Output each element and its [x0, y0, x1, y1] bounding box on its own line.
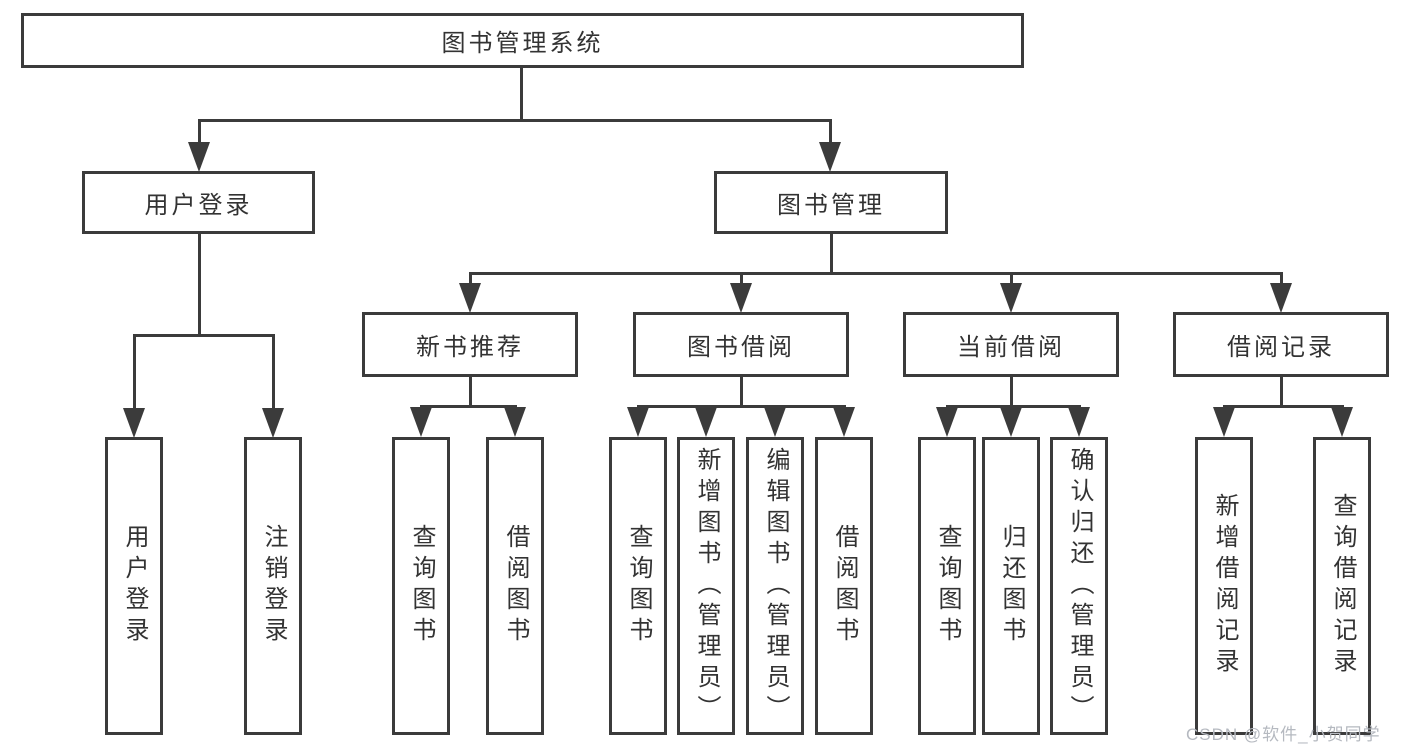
node-label: 新书推荐	[416, 334, 524, 361]
leaf-borrow-books-recommend: 借阅图书	[486, 437, 544, 735]
connector-stem	[272, 334, 275, 410]
arrow-down-icon	[1331, 407, 1353, 437]
connector-recommend-branch	[420, 405, 517, 408]
connector-stem	[829, 119, 832, 145]
node-label: 查询图书	[934, 524, 961, 648]
connector-borrowing-branch	[637, 405, 846, 408]
node-label: 借阅图书	[831, 524, 858, 648]
arrow-down-icon	[262, 408, 284, 438]
node-library-system: 图书管理系统	[21, 13, 1024, 68]
node-current-borrowing: 当前借阅	[903, 312, 1119, 377]
connector-current-stem	[1010, 377, 1013, 408]
node-label: 查询图书	[408, 524, 435, 648]
node-book-borrowing: 图书借阅	[633, 312, 849, 377]
node-label: 确认归还（管理员）	[1066, 446, 1093, 726]
arrow-down-icon	[1213, 407, 1235, 437]
node-label: 借阅记录	[1227, 334, 1335, 361]
connector-stem	[740, 272, 743, 286]
connector-stem	[1280, 272, 1283, 286]
node-label: 用户登录	[121, 524, 148, 648]
connector-root-branch	[198, 119, 832, 122]
connector-bookmgmt-stem	[830, 234, 833, 275]
node-label: 新增借阅记录	[1211, 493, 1238, 679]
leaf-add-books-admin: 新增图书（管理员）	[677, 437, 735, 735]
arrow-down-icon	[764, 407, 786, 437]
connector-root-stem	[520, 68, 523, 120]
connector-userlogin-stem	[198, 234, 201, 336]
leaf-borrow-books: 借阅图书	[815, 437, 873, 735]
connector-recommend-stem	[469, 377, 472, 408]
node-label: 用户登录	[144, 192, 253, 219]
leaf-query-books-current: 查询图书	[918, 437, 976, 735]
arrow-down-icon	[695, 407, 717, 437]
connector-borrowing-stem	[740, 377, 743, 408]
node-label: 新增图书（管理员）	[693, 446, 720, 726]
leaf-query-borrow-record: 查询借阅记录	[1313, 437, 1371, 735]
connector-stem	[1010, 272, 1013, 286]
arrow-down-icon	[936, 407, 958, 437]
connector-stem	[133, 334, 136, 410]
arrow-down-icon	[459, 283, 481, 313]
node-borrowing-records: 借阅记录	[1173, 312, 1389, 377]
node-label: 当前借阅	[957, 334, 1065, 361]
arrow-down-icon	[1068, 407, 1090, 437]
leaf-confirm-return-admin: 确认归还（管理员）	[1050, 437, 1108, 735]
connector-userlogin-branch	[133, 334, 275, 337]
arrow-down-icon	[1270, 283, 1292, 313]
node-label: 图书管理	[777, 192, 885, 219]
node-user-login: 用户登录	[82, 171, 315, 234]
leaf-user-login: 用户登录	[105, 437, 163, 735]
node-label: 借阅图书	[502, 524, 529, 648]
connector-current-branch	[946, 405, 1081, 408]
node-label: 查询借阅记录	[1329, 493, 1356, 679]
arrow-down-icon	[627, 407, 649, 437]
leaf-return-books: 归还图书	[982, 437, 1040, 735]
arrow-down-icon	[1000, 407, 1022, 437]
connector-stem	[198, 119, 201, 145]
arrow-down-icon	[1000, 283, 1022, 313]
arrow-down-icon	[188, 142, 210, 172]
connector-records-branch	[1223, 405, 1344, 408]
node-label: 编辑图书（管理员）	[762, 446, 789, 726]
node-book-management: 图书管理	[714, 171, 948, 234]
node-label: 注销登录	[260, 524, 287, 648]
arrow-down-icon	[833, 407, 855, 437]
connector-bookmgmt-branch	[469, 272, 1283, 275]
node-label: 图书管理系统	[441, 30, 604, 57]
node-label: 图书借阅	[687, 334, 795, 361]
leaf-logout: 注销登录	[244, 437, 302, 735]
arrow-down-icon	[123, 408, 145, 438]
arrow-down-icon	[730, 283, 752, 313]
node-new-book-recommend: 新书推荐	[362, 312, 578, 377]
csdn-watermark: CSDN @软件_小贺同学	[1186, 725, 1381, 744]
arrow-down-icon	[410, 407, 432, 437]
leaf-query-books-recommend: 查询图书	[392, 437, 450, 735]
node-label: 查询图书	[625, 524, 652, 648]
arrow-down-icon	[504, 407, 526, 437]
leaf-edit-books-admin: 编辑图书（管理员）	[746, 437, 804, 735]
arrow-down-icon	[819, 142, 841, 172]
connector-stem	[469, 272, 472, 286]
node-label: 归还图书	[998, 524, 1025, 648]
leaf-add-borrow-record: 新增借阅记录	[1195, 437, 1253, 735]
connector-records-stem	[1280, 377, 1283, 408]
leaf-query-books-borrowing: 查询图书	[609, 437, 667, 735]
